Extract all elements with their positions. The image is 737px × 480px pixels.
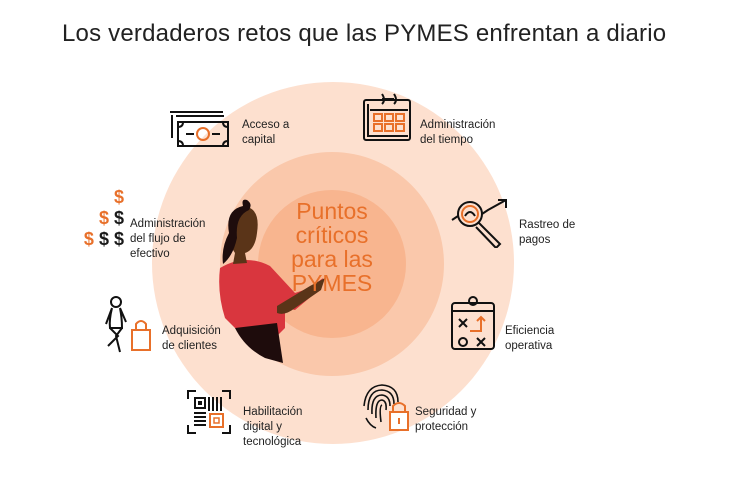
page-title: Los verdaderos retos que las PYMES enfre…	[62, 20, 667, 47]
item-label: Administración del tiempo	[420, 119, 496, 146]
center-label: Puntos críticos para las PYMES	[291, 198, 373, 296]
barcode-scan-icon	[187, 390, 231, 434]
item-label: Seguridad y protección	[415, 406, 477, 433]
dollar-signs-icon: $ $ $ $ $ $	[83, 187, 124, 249]
item-label: Adquisición de clientes	[162, 325, 221, 352]
item-label: Habilitación digital y tecnológica	[243, 406, 303, 448]
item-label: Rastreo de pagos	[519, 219, 576, 246]
money-bill-icon	[170, 111, 229, 147]
woman-presenter-illustration	[219, 199, 325, 363]
item-label: Acceso a capital	[242, 119, 290, 146]
shopper-bag-icon	[105, 296, 151, 353]
item-label: Eficiencia operativa	[505, 325, 555, 352]
fingerprint-lock-icon	[363, 384, 409, 431]
item-label: Administración del flujo de efectivo	[130, 218, 206, 260]
clipboard-strategy-icon	[451, 296, 495, 350]
magnifier-trend-icon	[451, 199, 507, 248]
calendar-icon	[363, 93, 411, 141]
